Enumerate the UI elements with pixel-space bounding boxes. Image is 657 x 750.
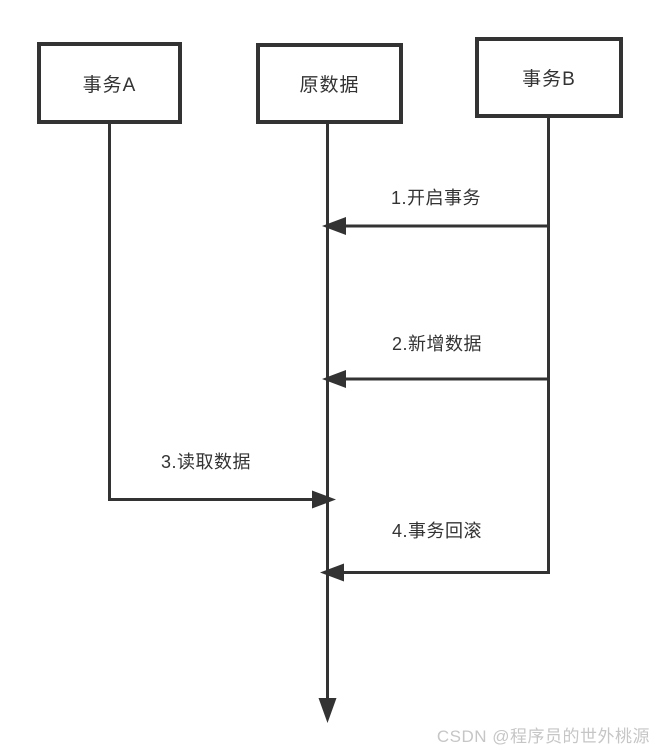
- message-label-1: 1.开启事务: [390, 188, 482, 208]
- arrowhead-down-icon: [318, 698, 337, 723]
- arrowhead-left-icon: [322, 370, 346, 388]
- message-label-3: 3.读取数据: [160, 452, 252, 472]
- actor-box-original-data: 原数据: [256, 43, 403, 124]
- lifeline-transaction-a-message-3: [108, 124, 312, 501]
- arrowhead-right-icon: [312, 490, 336, 509]
- lifeline-transaction-b-message-4: [344, 118, 550, 574]
- arrowhead-left-icon: [320, 563, 344, 582]
- actor-box-transaction-a: 事务A: [37, 42, 182, 124]
- actor-label-transaction-b: 事务B: [522, 69, 576, 90]
- message-label-4: 4.事务回滚: [391, 521, 483, 541]
- watermark-text: CSDN @程序员的世外桃源: [436, 727, 650, 746]
- actor-box-transaction-b: 事务B: [475, 37, 623, 118]
- message-label-2: 2.新增数据: [391, 334, 483, 354]
- actor-label-original-data: 原数据: [299, 75, 360, 96]
- arrowhead-left-icon: [322, 217, 346, 235]
- actor-label-transaction-a: 事务A: [82, 74, 137, 96]
